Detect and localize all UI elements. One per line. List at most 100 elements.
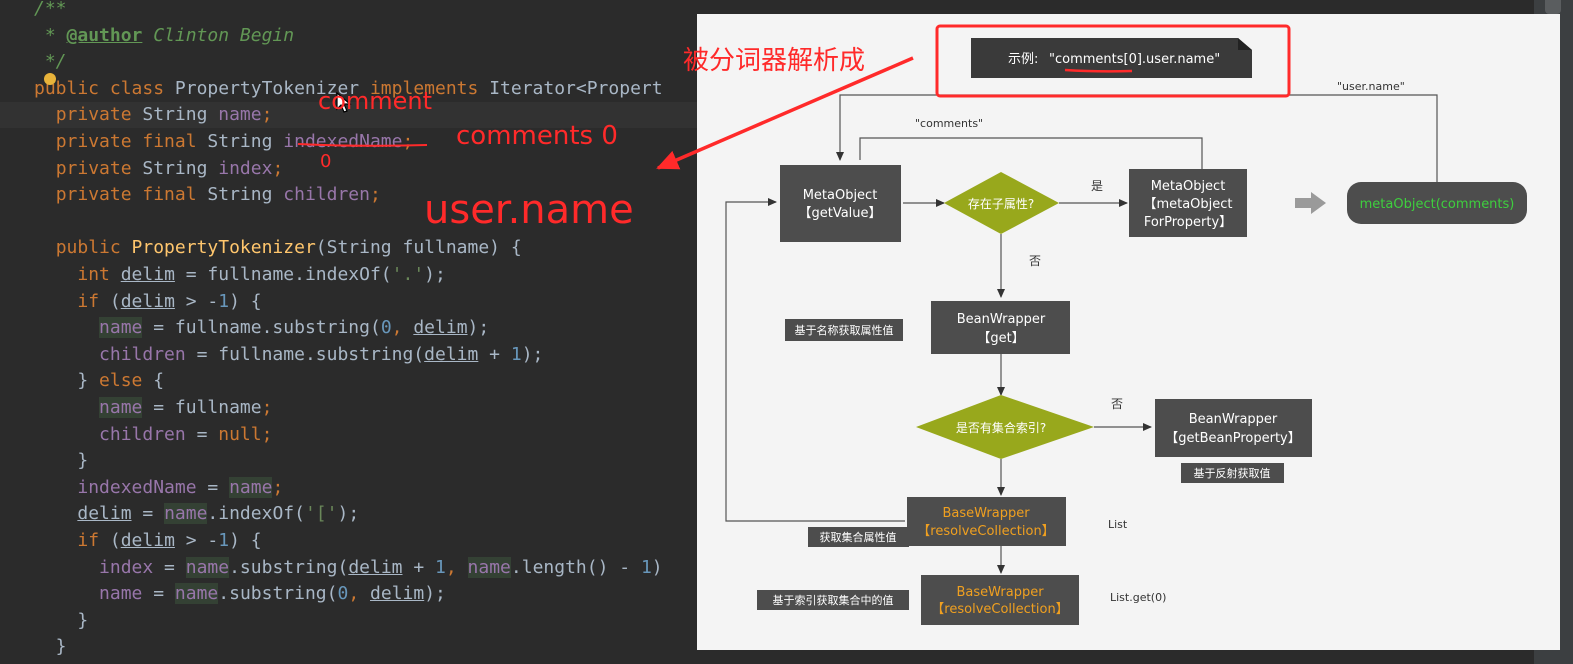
code-token: 1 xyxy=(218,291,230,312)
code-line[interactable]: delim = name.indexOf('['); xyxy=(0,501,359,527)
beanwrapper-get-line2: 【get】 xyxy=(977,331,1024,346)
code-token: = xyxy=(131,503,165,524)
reflection-note xyxy=(1181,463,1284,483)
loop-label-username: "user.name" xyxy=(1337,80,1405,93)
code-token: String xyxy=(207,131,284,152)
code-line[interactable]: } xyxy=(0,608,88,634)
code-token: ; xyxy=(402,131,414,152)
code-token: indexedName xyxy=(77,477,197,498)
code-line[interactable]: public class PropertyTokenizer implement… xyxy=(0,76,663,102)
code-token: Iterator<Propert xyxy=(489,78,663,99)
code-line[interactable]: int delim = fullname.indexOf('.'); xyxy=(0,262,446,288)
code-line[interactable]: private final String children; xyxy=(0,182,381,208)
code-line[interactable]: name = fullname; xyxy=(0,395,272,421)
code-token: public xyxy=(55,237,132,258)
code-token: name xyxy=(99,317,143,338)
code-token: 0 xyxy=(380,317,392,338)
code-line[interactable]: index = name.substring(delim + 1, name.l… xyxy=(0,555,663,581)
code-line[interactable]: children = fullname.substring(delim + 1)… xyxy=(0,342,543,368)
code-line[interactable]: * @author Clinton Begin xyxy=(0,23,294,49)
metaobject-comments-label: metaObject(comments) xyxy=(1360,197,1515,212)
code-token: 0 xyxy=(337,583,349,604)
code-token: ); xyxy=(424,264,446,285)
list-label: List xyxy=(1108,518,1128,531)
beanwrapper-get-box xyxy=(931,301,1070,354)
code-token: else xyxy=(99,370,154,391)
code-line[interactable]: if (delim > -1) { xyxy=(0,289,262,315)
code-token xyxy=(34,477,77,498)
loop-line-back-to-metaobject xyxy=(725,198,905,522)
code-line[interactable]: } xyxy=(0,634,67,660)
basewrapper-resolve-2-line1: BaseWrapper xyxy=(956,585,1044,600)
code-token xyxy=(34,583,99,604)
code-token: private final xyxy=(55,131,208,152)
code-line[interactable]: name = name.substring(0, delim); xyxy=(0,581,446,607)
metaobject-getvalue-line2: 【getValue】 xyxy=(798,206,881,221)
example-label: 示例: xyxy=(1008,52,1038,67)
code-line[interactable]: private String index; xyxy=(0,156,284,182)
code-token: ) { xyxy=(229,530,262,551)
code-token: delim xyxy=(120,291,175,312)
code-line[interactable]: indexedName = name; xyxy=(0,475,283,501)
code-token: delim xyxy=(77,503,132,524)
code-line[interactable]: */ xyxy=(0,49,67,75)
code-line[interactable] xyxy=(0,209,34,235)
code-token: indexedName xyxy=(283,131,403,152)
has-collection-index-label: 是否有集合索引? xyxy=(956,420,1046,435)
code-line[interactable]: children = null; xyxy=(0,422,272,448)
metaobject-getvalue-line1: MetaObject xyxy=(803,188,878,203)
code-token: private xyxy=(55,158,143,179)
code-line[interactable]: private final String indexedName; xyxy=(0,129,414,155)
code-token: 1 xyxy=(640,557,652,578)
code-token: name xyxy=(99,583,143,604)
metaobject-forproperty-line3: ForProperty】 xyxy=(1144,215,1232,230)
code-line[interactable]: public PropertyTokenizer(String fullname… xyxy=(0,235,522,261)
example-box xyxy=(971,38,1252,78)
code-token: null; xyxy=(218,424,273,445)
beanwrapper-getbeanproperty-line1: BeanWrapper xyxy=(1189,412,1278,427)
code-token xyxy=(34,291,77,312)
scrollbar-thumb[interactable] xyxy=(1545,0,1561,14)
code-token: @author xyxy=(66,25,143,46)
code-token: } xyxy=(34,450,89,471)
code-line[interactable]: } else { xyxy=(0,368,164,394)
example-value: "comments[0].user.name" xyxy=(1049,52,1220,67)
reflection-note-label: 基于反射获取值 xyxy=(1194,466,1271,480)
code-token: name xyxy=(185,557,230,578)
code-token: = xyxy=(196,477,230,498)
code-token: > - xyxy=(174,530,219,551)
code-token: name xyxy=(174,583,219,604)
code-token: children xyxy=(99,424,186,445)
code-token: = fullname.substring( xyxy=(185,344,425,365)
basewrapper-resolve-box-2 xyxy=(921,575,1079,625)
code-token: (String fullname) { xyxy=(315,237,522,258)
beanwrapper-getbeanproperty-line2: 【getBeanProperty】 xyxy=(1165,431,1300,446)
code-token: ) { xyxy=(229,291,262,312)
metaobject-comments-box xyxy=(1347,182,1527,224)
code-token xyxy=(34,104,56,125)
code-token: Clinton Begin xyxy=(142,25,295,46)
code-token: , xyxy=(391,317,414,338)
code-token: ; xyxy=(261,397,273,418)
code-editor[interactable]: /** * @author Clinton Begin */public cla… xyxy=(0,0,700,664)
code-token xyxy=(34,317,99,338)
code-token: ; xyxy=(272,158,284,179)
lightbulb-icon[interactable] xyxy=(44,73,56,85)
block-arrow-icon xyxy=(1295,192,1326,214)
example-highlight-frame xyxy=(935,24,1291,98)
index-get-note xyxy=(757,590,909,610)
code-line[interactable]: name = fullname.substring(0, delim); xyxy=(0,315,489,341)
annotation-user-name: user.name xyxy=(424,187,634,233)
code-token: ; xyxy=(369,184,381,205)
code-token: > - xyxy=(174,291,219,312)
code-token: = xyxy=(185,424,219,445)
code-token: name xyxy=(164,503,208,524)
code-line[interactable]: private String name; xyxy=(0,102,700,128)
code-token: = xyxy=(153,557,186,578)
code-token: String xyxy=(207,184,284,205)
code-line[interactable]: if (delim > -1) { xyxy=(0,528,262,554)
yes-label: 是 xyxy=(1091,179,1103,193)
code-line[interactable]: /** xyxy=(0,0,67,22)
code-line[interactable]: } xyxy=(0,448,88,474)
code-token: delim xyxy=(348,557,403,578)
